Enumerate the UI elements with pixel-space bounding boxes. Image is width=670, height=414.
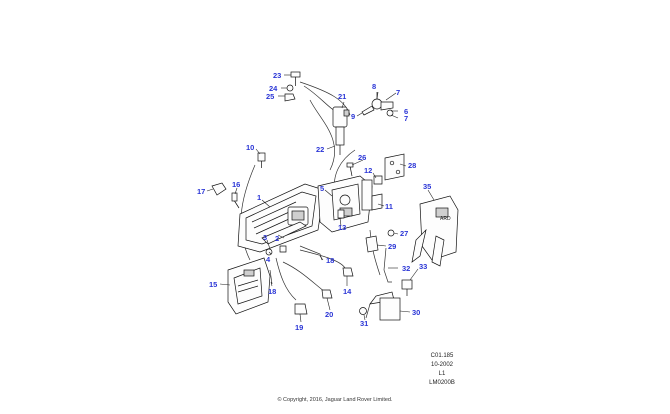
callout-label[interactable]: 7 xyxy=(396,88,400,97)
bracket-part xyxy=(365,235,379,253)
clip-part xyxy=(284,93,296,102)
drawing-reference: C01.185 10-2002 L1 LM0200B xyxy=(412,352,472,388)
callout-label[interactable]: 20 xyxy=(325,310,333,319)
callout-label[interactable]: 1 xyxy=(257,193,261,202)
callout-label[interactable]: 13 xyxy=(338,223,346,232)
cable xyxy=(369,229,381,276)
lock-housing-part: ARD xyxy=(411,195,459,267)
rod-part xyxy=(269,269,273,285)
callout-label[interactable]: 15 xyxy=(209,280,217,289)
mounting-plate-part xyxy=(384,153,405,181)
callout-label[interactable]: 5 xyxy=(320,184,324,193)
callout-label[interactable]: 31 xyxy=(360,319,368,328)
clip-part xyxy=(337,209,345,219)
callout-label[interactable]: 25 xyxy=(266,92,274,101)
actuator-rod-part xyxy=(365,291,401,321)
callout-label[interactable]: 19 xyxy=(295,323,303,332)
svg-text:ARD: ARD xyxy=(440,216,451,222)
callout-label[interactable]: 24 xyxy=(269,84,278,93)
callout-label[interactable]: 6 xyxy=(404,107,408,116)
reference-level: L1 xyxy=(438,371,446,377)
callout-label[interactable]: 22 xyxy=(316,145,324,154)
callout-label[interactable]: 33 xyxy=(419,262,427,271)
callout-label[interactable]: 29 xyxy=(388,242,396,251)
grommet-part xyxy=(211,182,227,196)
callout-label[interactable]: 4 xyxy=(266,255,271,264)
callout-label[interactable]: 30 xyxy=(412,308,420,317)
callout-label[interactable]: 12 xyxy=(364,166,372,175)
callout-label[interactable]: 23 xyxy=(273,71,281,80)
callout-label[interactable]: 2 xyxy=(275,234,279,243)
rod-part xyxy=(383,247,392,283)
cable xyxy=(275,257,297,301)
callout-label[interactable]: 32 xyxy=(402,264,410,273)
callout-label[interactable]: 9 xyxy=(351,112,355,121)
callout-label[interactable]: 17 xyxy=(197,187,205,196)
callout-label[interactable]: 3 xyxy=(263,233,267,242)
screw-part xyxy=(346,162,354,177)
clip-part xyxy=(279,245,287,253)
callout-label[interactable]: 35 xyxy=(423,182,431,191)
cable xyxy=(299,249,346,269)
callout-label[interactable]: 8 xyxy=(372,82,376,91)
callout-label[interactable]: 27 xyxy=(400,229,408,238)
cable xyxy=(309,99,335,171)
callout-label[interactable]: 18 xyxy=(268,287,276,296)
callout-label[interactable]: 21 xyxy=(338,92,346,101)
callout-label[interactable]: 14 xyxy=(343,287,352,296)
handle-housing-part xyxy=(237,183,325,253)
stud-part xyxy=(231,192,240,209)
escutcheon-part xyxy=(227,257,271,315)
reference-date: 10-2002 xyxy=(430,362,454,368)
catch-part xyxy=(401,279,413,296)
screw-part xyxy=(290,71,301,86)
reference-code: C01.185 xyxy=(430,353,454,359)
fastener-part xyxy=(257,152,266,168)
callout-label[interactable]: 16 xyxy=(232,180,240,189)
copyright-notice: © Copyright, 2016, Jaguar Land Rover Lim… xyxy=(277,397,393,403)
bracket-part xyxy=(371,193,383,211)
reference-drawing-number: LM0200B xyxy=(429,380,455,386)
bolt-part xyxy=(387,229,395,237)
callout-label[interactable]: 26 xyxy=(358,153,366,162)
nut-part xyxy=(286,84,294,92)
clip-part xyxy=(321,289,333,299)
callout-label[interactable]: 10 xyxy=(246,143,254,152)
clip-part xyxy=(359,307,367,315)
callout-label[interactable]: 18 xyxy=(326,256,334,265)
cable xyxy=(282,261,326,293)
callout-label[interactable]: 28 xyxy=(408,161,416,170)
leader-lines xyxy=(206,74,435,323)
actuator-part xyxy=(332,106,350,155)
seal-plate-part xyxy=(261,221,307,245)
latch-mechanism-part xyxy=(317,175,373,233)
callout-label[interactable]: 11 xyxy=(385,202,393,211)
callout-label[interactable]: 7 xyxy=(404,114,408,123)
clip-part xyxy=(342,267,354,277)
clip-part xyxy=(294,303,308,315)
